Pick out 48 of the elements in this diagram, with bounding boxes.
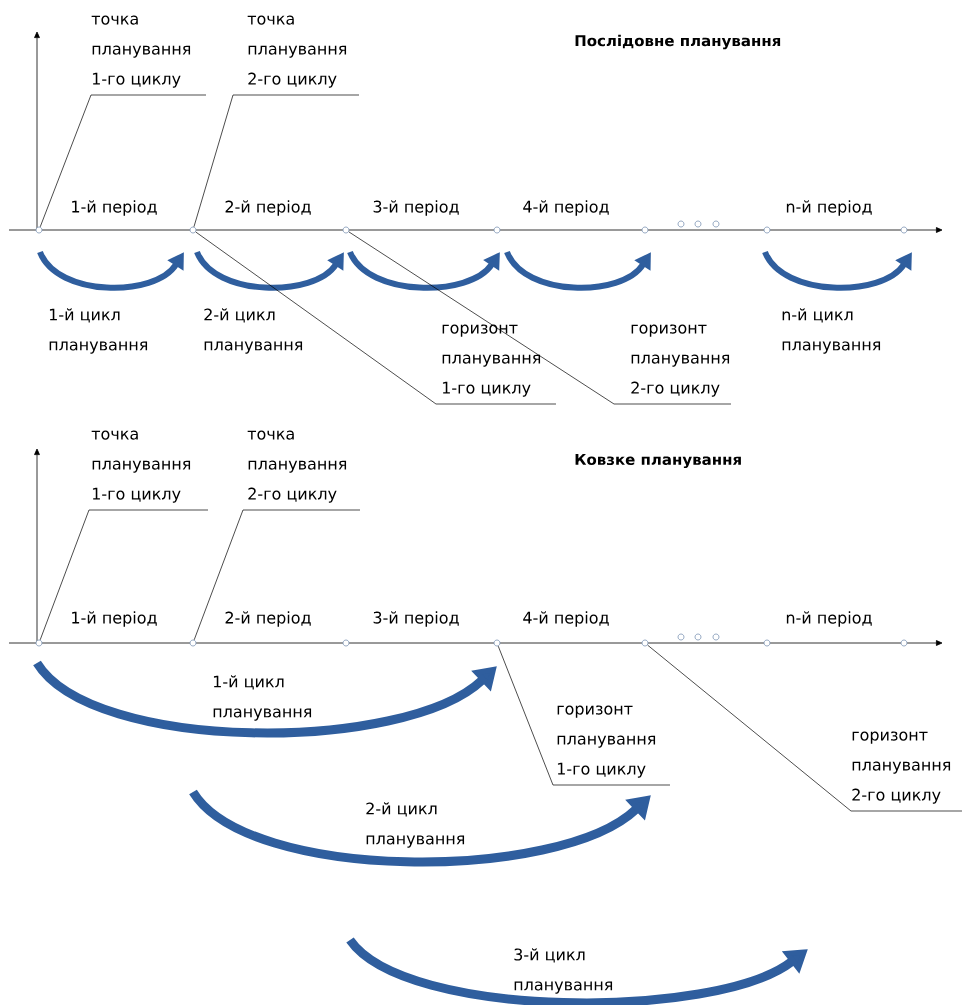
cycle-label: 1-й цикл планування <box>49 308 148 354</box>
axis-point <box>900 226 908 234</box>
leader-line <box>647 644 852 812</box>
cycle-label: 1-й цикл планування <box>213 675 312 721</box>
callout-text: горизонт планування 1-го циклу <box>435 324 557 405</box>
axis-point <box>35 226 43 234</box>
leader-line <box>193 94 234 228</box>
leader-line <box>348 231 615 405</box>
axis-point <box>641 226 649 234</box>
panel-title: Ковзке планування <box>575 453 741 469</box>
axis-point <box>189 639 197 647</box>
leader-line <box>195 231 437 405</box>
axis-point <box>189 226 197 234</box>
callout-text: точка планування 1-го циклу <box>88 430 209 511</box>
leader-line <box>39 509 90 641</box>
callout-text: горизонт планування 1-го циклу <box>552 705 671 786</box>
callout-text: горизонт планування 2-го циклу <box>613 324 732 405</box>
axis-point <box>641 639 649 647</box>
cycle-label: n-й цикл планування <box>782 308 881 354</box>
period-label: n-й період <box>786 200 872 216</box>
callout-text: точка планування 2-го циклу <box>242 430 361 511</box>
cycle-label: 3-й цикл планування <box>514 948 613 994</box>
axis-point <box>493 639 501 647</box>
axis-point <box>493 226 501 234</box>
callout-text: горизонт планування 2-го циклу <box>850 731 963 812</box>
leader-line <box>497 645 554 786</box>
period-label: n-й період <box>786 611 872 627</box>
period-label: 1-й період <box>72 611 157 627</box>
period-label: 3-й період <box>373 611 459 627</box>
cycle-label: 2-й цикл планування <box>366 802 465 848</box>
panel-title: Послідовне планування <box>575 34 781 50</box>
period-label: 4-й період <box>523 200 609 216</box>
axis-point <box>763 226 771 234</box>
callout-text: точка планування 2-го циклу <box>232 15 360 96</box>
period-label: 2-й період <box>225 611 311 627</box>
period-label: 2-й період <box>225 200 311 216</box>
period-label: 3-й період <box>373 200 459 216</box>
callout-text: точка планування 1-го циклу <box>90 15 207 96</box>
period-label: 1-й період <box>72 200 157 216</box>
leader-line <box>193 509 244 641</box>
axis-point <box>35 639 43 647</box>
leader-line <box>39 94 92 228</box>
axis-point <box>763 639 771 647</box>
axis-point <box>900 639 908 647</box>
axis-point <box>342 639 350 647</box>
cycle-label: 2-й цикл планування <box>204 308 303 354</box>
period-label: 4-й період <box>523 611 609 627</box>
axis-point <box>342 226 350 234</box>
